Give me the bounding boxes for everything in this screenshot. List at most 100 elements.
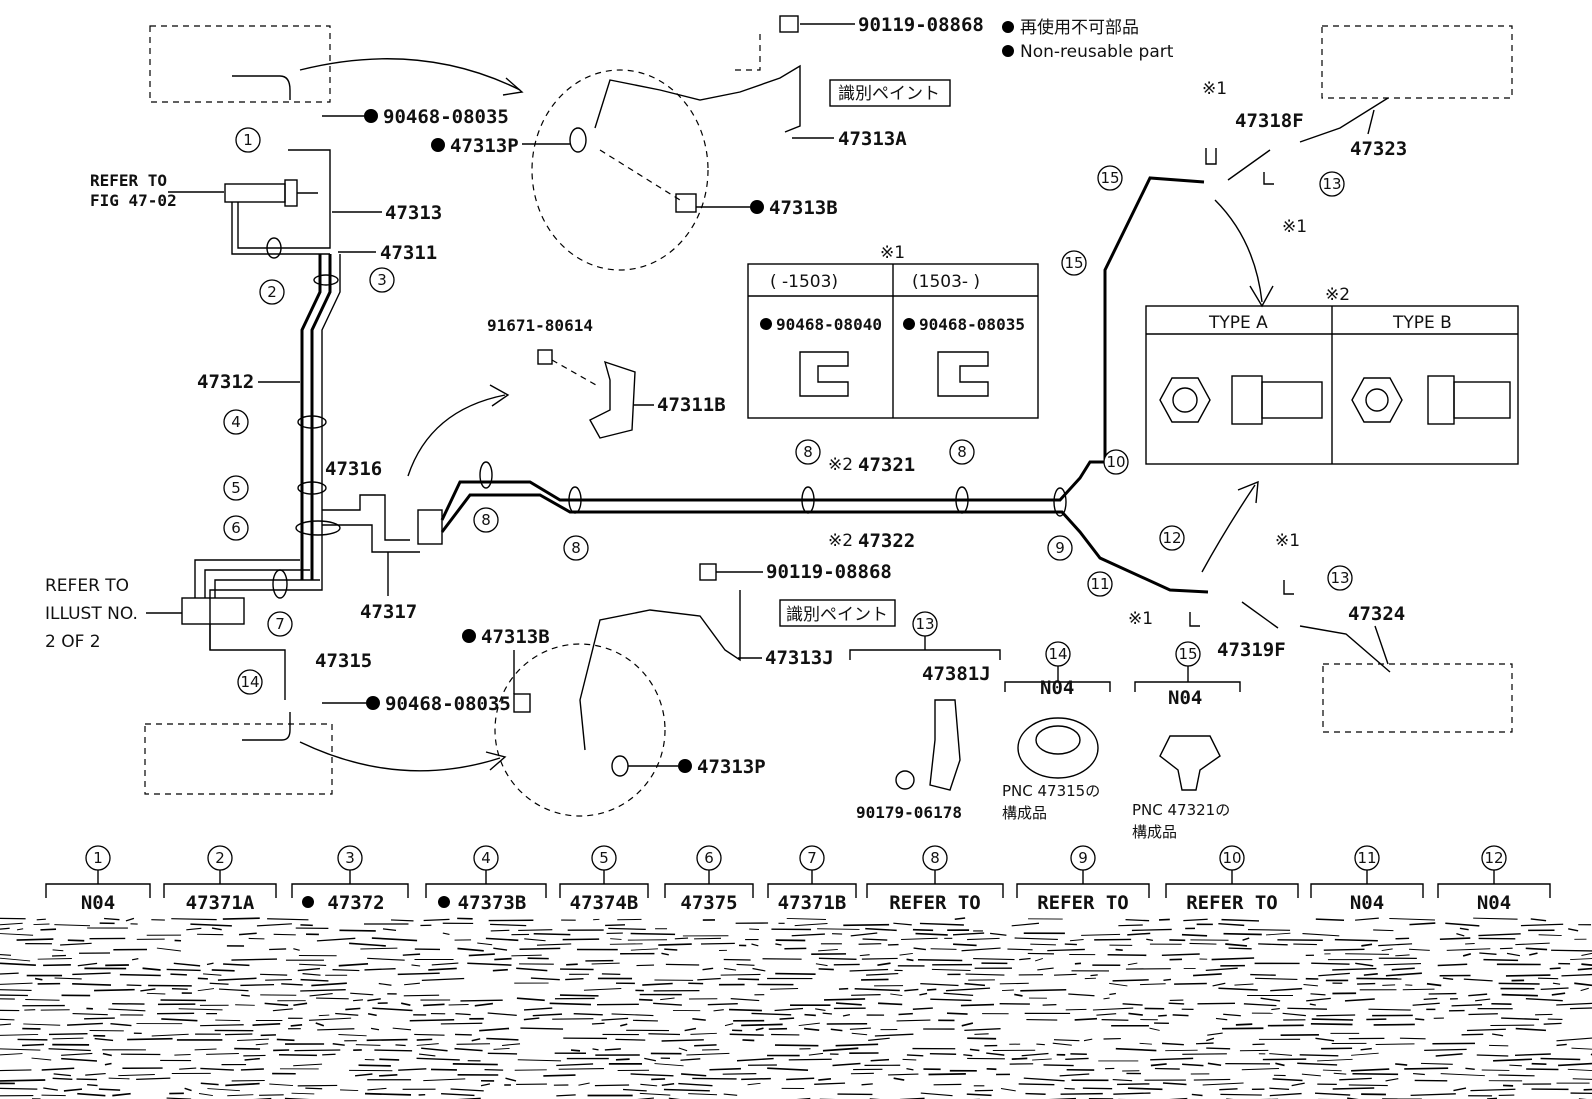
- noise-stroke: [1053, 1039, 1080, 1042]
- noise-stroke: [835, 1002, 862, 1006]
- noise-stroke: [788, 1058, 832, 1061]
- noise-stroke: [367, 1087, 387, 1091]
- noise-stroke: [1081, 933, 1121, 936]
- noise-stroke: [255, 1043, 269, 1046]
- noise-stroke: [868, 1037, 890, 1041]
- noise-stroke: [720, 973, 761, 976]
- noise-stroke: [1211, 957, 1255, 961]
- noise-stroke: [565, 977, 584, 981]
- noise-stroke: [1315, 918, 1345, 922]
- noise-stroke: [1082, 1087, 1113, 1090]
- noise-stroke: [694, 1044, 717, 1047]
- noise-stroke: [1269, 1053, 1293, 1056]
- callout-c15a: [1097, 165, 1123, 191]
- bottom-callout-num: 12: [1484, 849, 1503, 867]
- noise-stroke: [108, 1077, 130, 1080]
- bottom-bracket: [1437, 883, 1551, 898]
- noise-stroke: [190, 923, 232, 927]
- detail14-num: 14: [1048, 645, 1067, 663]
- noise-stroke: [1202, 1082, 1244, 1086]
- noise-stroke: [558, 1068, 604, 1070]
- noise-stroke: [1466, 1028, 1506, 1032]
- noise-stroke: [211, 927, 222, 931]
- callout-c11: [1087, 571, 1113, 597]
- noise-stroke: [197, 977, 208, 980]
- noise-stroke: [140, 988, 156, 992]
- noise-stroke: [1476, 1054, 1509, 1057]
- noise-stroke: [302, 973, 321, 976]
- noise-stroke: [1065, 1008, 1087, 1011]
- noise-stroke: [294, 1049, 341, 1052]
- noise-stroke: [1378, 943, 1413, 947]
- bottom-bracket: [866, 883, 1004, 898]
- dot-47313P-top: [431, 138, 445, 152]
- noise-stroke: [471, 1038, 481, 1042]
- noise-stroke: [912, 928, 934, 932]
- refer-illust-l2: ILLUST NO.: [45, 604, 138, 624]
- noise-stroke: [0, 1023, 12, 1026]
- noise-stroke: [1107, 953, 1147, 957]
- noise-stroke: [43, 1087, 58, 1091]
- arrow-top-left: [299, 58, 521, 91]
- arrow-head-type-bottom: [1237, 480, 1259, 504]
- callout-num-c15b: 15: [1064, 254, 1083, 272]
- noise-stroke: [355, 1044, 381, 1046]
- noise-stroke: [850, 932, 878, 937]
- noise-stroke: [1389, 917, 1435, 921]
- bottom-label: 47373B: [458, 892, 527, 914]
- callout-num-c8b: 8: [571, 539, 581, 557]
- noise-stroke: [755, 1027, 764, 1031]
- noise-stroke: [893, 922, 912, 926]
- noise-stroke: [339, 929, 376, 932]
- noise-stroke: [166, 968, 201, 972]
- noise-stroke: [418, 1053, 436, 1057]
- callout-c8b: [563, 535, 589, 561]
- noise-stroke: [63, 1088, 83, 1092]
- noise-stroke: [1161, 953, 1200, 957]
- noise-stroke: [697, 977, 721, 981]
- dot-90468-top: [364, 109, 378, 123]
- table1-col1-dot: [760, 318, 772, 330]
- zoom-circle-bottom: [494, 643, 666, 817]
- noise-stroke: [256, 923, 292, 927]
- noise-stroke: [1150, 1057, 1194, 1061]
- label-90468-bot: 90468-08035: [385, 693, 511, 715]
- noise-stroke: [1241, 1067, 1280, 1071]
- noise-stroke: [523, 1007, 553, 1011]
- noise-stroke: [1465, 1067, 1475, 1070]
- noise-stroke: [1318, 972, 1350, 977]
- label-47313B-top: 47313B: [769, 197, 838, 219]
- noise-stroke: [1580, 987, 1589, 992]
- noise-stroke: [1139, 983, 1166, 986]
- noise-stroke: [67, 939, 85, 942]
- noise-stroke: [674, 937, 689, 940]
- noise-stroke: [1473, 917, 1518, 920]
- noise-stroke: [1569, 1007, 1592, 1010]
- noise-stroke: [364, 1092, 412, 1096]
- frame-top-left: [149, 25, 331, 103]
- grommet-14: [1017, 717, 1099, 779]
- bottom-bracket: [163, 883, 277, 898]
- noise-stroke: [912, 1007, 933, 1011]
- noise-stroke: [131, 958, 139, 961]
- noise-stroke: [260, 973, 288, 976]
- noise-stroke: [1127, 962, 1138, 966]
- noise-stroke: [485, 937, 519, 942]
- noise-stroke: [338, 962, 369, 967]
- noise-stroke: [1515, 942, 1550, 946]
- noise-stroke: [927, 988, 937, 991]
- noise-stroke: [1345, 953, 1389, 955]
- noise-stroke: [1195, 1042, 1214, 1045]
- noise-stroke: [854, 988, 900, 992]
- noise-stroke: [484, 1068, 504, 1071]
- callout-c5: [223, 475, 249, 501]
- arrow-head-top-left: [502, 77, 524, 96]
- label-47317: 47317: [360, 601, 417, 623]
- noise-stroke: [421, 1047, 448, 1052]
- noise-stroke: [945, 987, 991, 992]
- noise-stroke: [416, 1038, 433, 1041]
- noise-stroke: [276, 1038, 295, 1042]
- callout-num-c8a: 8: [481, 511, 491, 529]
- detail14-note-l2: 構成品: [1002, 804, 1047, 822]
- noise-stroke: [1525, 997, 1563, 1002]
